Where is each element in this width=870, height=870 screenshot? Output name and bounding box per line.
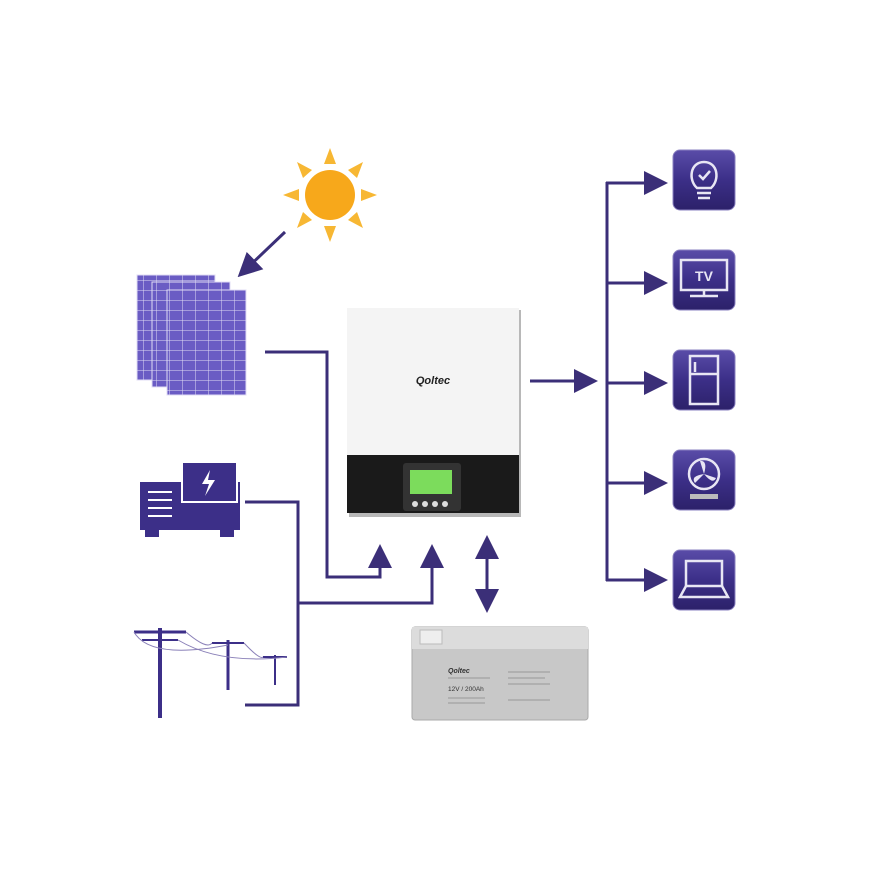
generator-grid-line <box>245 500 300 707</box>
ac-input-line <box>298 544 444 605</box>
battery-rating: 12V / 200Ah <box>448 686 484 693</box>
sun-icon <box>283 148 377 242</box>
fan-icon <box>672 449 736 511</box>
laptop-icon <box>672 549 736 611</box>
solar-panels-icon <box>136 274 247 396</box>
fridge-icon <box>672 349 736 411</box>
generator-icon <box>140 461 240 537</box>
solar-line <box>265 350 392 579</box>
inverter-logo: Qoltec <box>416 375 450 387</box>
inverter: Qoltec <box>347 308 521 517</box>
lcd-screen <box>410 470 452 494</box>
power-grid-icon <box>133 628 288 718</box>
sun-arrow <box>237 230 287 278</box>
lightbulb-icon <box>672 149 736 211</box>
load-bus <box>605 171 668 592</box>
tv-label: TV <box>695 268 714 284</box>
tv-icon: TV <box>672 249 736 311</box>
battery: Qoltec 12V / 200Ah <box>411 626 589 721</box>
battery-logo: Qoltec <box>448 668 470 675</box>
